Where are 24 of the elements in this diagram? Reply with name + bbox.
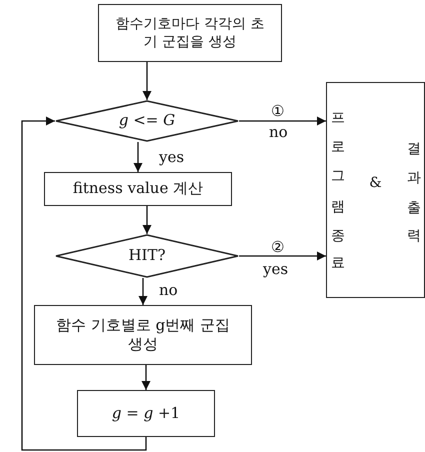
process-box [34, 305, 252, 365]
decision-diamond [55, 234, 239, 278]
step-text: g = g +1 [112, 404, 180, 424]
condition-text: HIT? [128, 246, 166, 266]
arrow [239, 252, 326, 260]
callout-number: ② [270, 240, 285, 255]
arrow [134, 142, 142, 172]
arrow [21, 116, 147, 451]
terminal-box [326, 82, 425, 298]
step-text: 함수 기호별로 g번째 군집 생성 [55, 316, 231, 354]
arrow [142, 206, 152, 234]
process-box [44, 172, 232, 206]
step-text: 함수기호마다 각각의 초기 군집을 생성 [114, 14, 266, 52]
arrow [142, 62, 152, 100]
process-box [77, 390, 215, 437]
condition-text: g <= G [118, 111, 176, 131]
callout-number: ① [270, 104, 285, 119]
vertical-text: 프로그램종료 & 결과출력 [328, 102, 422, 279]
arrow [239, 116, 326, 126]
arrow [142, 365, 150, 390]
process-box [98, 4, 282, 62]
step-text: fitness value 계산 [72, 179, 204, 199]
arrow [138, 278, 148, 305]
decision-diamond [55, 100, 239, 142]
